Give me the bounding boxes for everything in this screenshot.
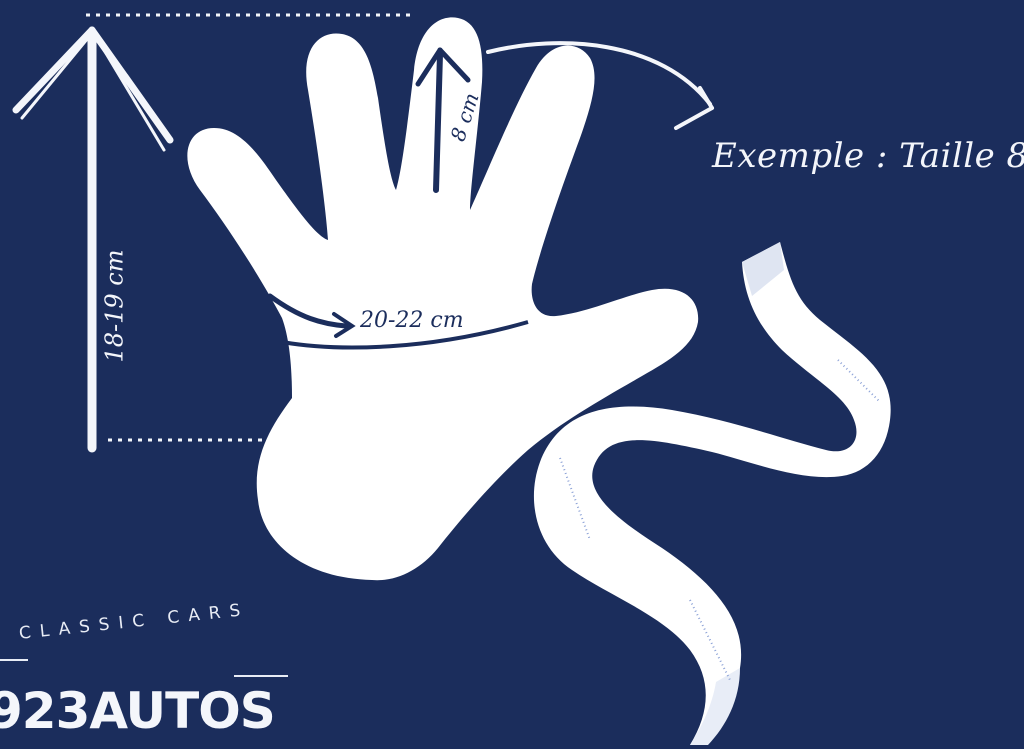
length-arrow	[16, 30, 170, 448]
brand-logo-text: 923AUTOS	[0, 682, 275, 740]
length-label: 18-19 cm	[101, 249, 129, 362]
example-label: Exemple : Taille 8	[712, 136, 1024, 176]
wrist-label: 20-22 cm	[360, 308, 464, 333]
hand-silhouette	[187, 17, 698, 580]
